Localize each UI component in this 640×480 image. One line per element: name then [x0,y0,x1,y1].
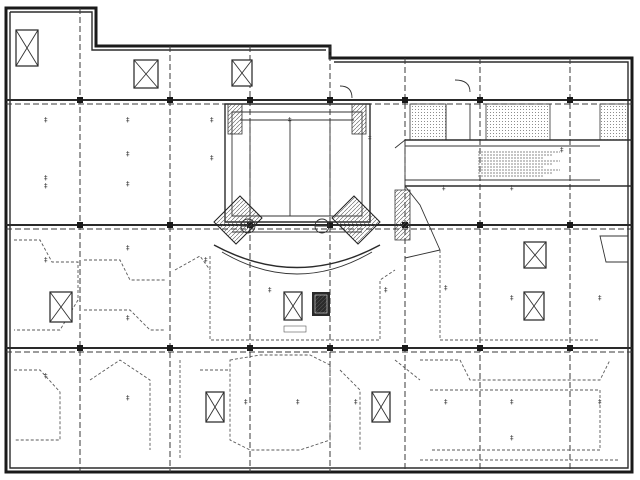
room-marker: ‡ [126,180,130,188]
service-block [339,79,629,141]
room-marker: ‡ [44,182,48,190]
exterior-walls [4,6,634,474]
room-marker: ‡ [126,244,130,252]
room-marker: ‡ [44,256,48,264]
partitions-lower-right [420,235,629,461]
room-marker: ‡ [210,116,214,124]
room-marker: ‡ [44,372,48,380]
room-marker: ‡ [444,398,448,406]
room-marker: ‡ [510,434,514,442]
structural-grid [6,8,632,472]
room-marker: ‡ [510,294,514,302]
corridor-right [394,139,632,259]
room-marker: ‡ [288,116,292,124]
room-marker: ‡ [126,116,130,124]
room-marker: ‡ [44,116,48,124]
room-marker: ‡ [354,398,358,406]
shaft-upper-left [15,29,39,67]
room-marker: ‡ [210,154,214,162]
room-marker: ‡ [126,314,130,322]
room-marker: ‡ [560,146,564,154]
room-marker: ‡ [244,398,248,406]
partitions-lower-center [179,256,421,460]
room-marker: ‡ [598,398,602,406]
room-markers: ‡ ‡ ‡ ‡ ‡ ‡ ‡ ‡ ‡ ‡ ‡ ‡ ‡ ‡ ‡ ‡ ‡ ‡ ‡ ‡ ‡ ‡ ‡ ‡ ‡ ‡ ‡ ‡ ‡ ‡ ‡ [44,116,602,442]
room-marker: ‡ [444,284,448,292]
room-marker: ‡ [598,294,602,302]
notes-block [478,151,560,177]
room-marker: ‡ [268,286,272,294]
room-marker: ‡ [44,174,48,182]
room-marker: ‡ [510,398,514,406]
room-marker: ‡ [368,134,372,142]
room-marker: ‡ [442,184,446,192]
atrium [213,103,381,275]
room-marker: ‡ [384,286,388,294]
room-marker: ‡ [510,184,514,192]
room-marker: ‡ [296,398,300,406]
shafts-upper-row [133,59,253,89]
room-marker: ‡ [126,150,130,158]
room-marker: ‡ [126,394,130,402]
room-marker: ‡ [204,256,208,264]
partitions-lower-left [14,239,211,450]
